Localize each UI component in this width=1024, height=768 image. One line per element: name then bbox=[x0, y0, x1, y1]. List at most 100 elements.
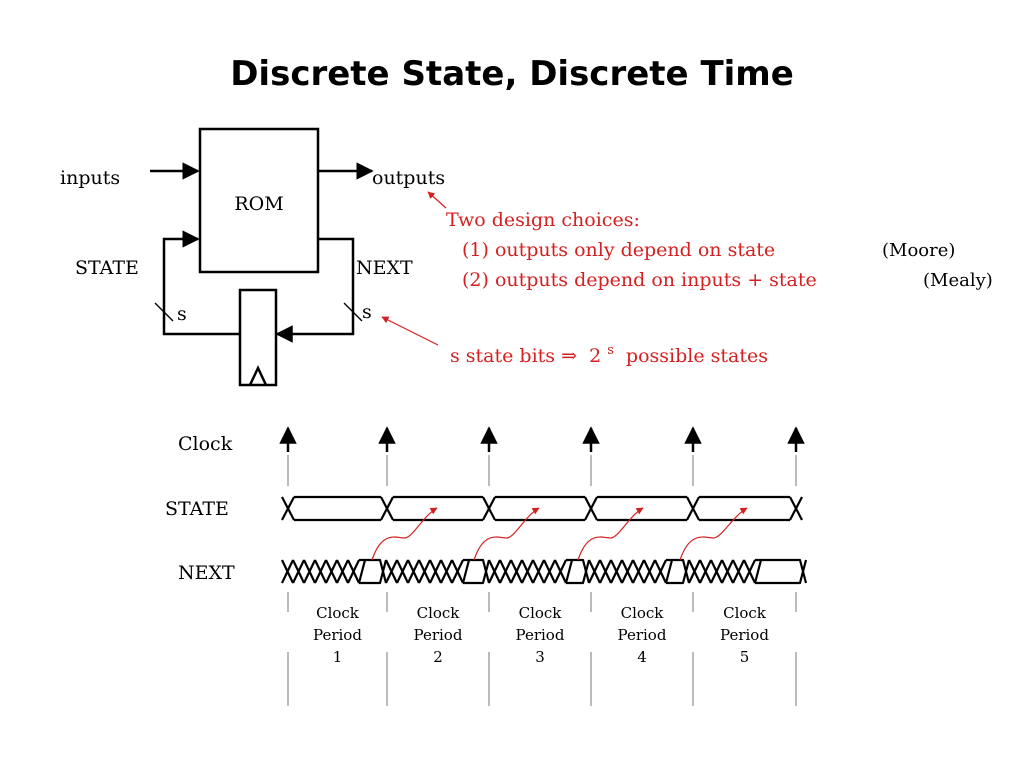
clock-edge-arrows bbox=[279, 426, 805, 452]
next-unstable-cross bbox=[303, 559, 316, 584]
next-unstable-cross bbox=[688, 559, 701, 584]
next-stable-segment bbox=[755, 559, 808, 585]
state-transition bbox=[686, 496, 700, 521]
state-bus-slash bbox=[154, 302, 174, 322]
next-unstable-cross bbox=[721, 559, 734, 584]
next-unstable-cross bbox=[499, 559, 512, 584]
clock-period-line: Period bbox=[516, 626, 565, 644]
next-unstable-cross bbox=[543, 559, 556, 584]
next-unstable-cross bbox=[532, 559, 545, 584]
next-unstable-cross bbox=[281, 559, 294, 584]
clock-period-line: Clock bbox=[519, 604, 563, 622]
clock-edge-guides bbox=[287, 455, 797, 706]
clock-period-line: 1 bbox=[333, 648, 343, 666]
next-wire bbox=[275, 237, 355, 343]
state-bits-text: s state bits ⇒ 2 s possible states bbox=[450, 337, 768, 367]
design-choices-title: Two design choices: bbox=[446, 209, 640, 231]
next-stable-segment bbox=[463, 558, 491, 584]
next-unstable-cross bbox=[699, 559, 712, 584]
next-unstable-cross bbox=[407, 559, 420, 584]
timing-clock-label: Clock bbox=[178, 433, 233, 455]
next-unstable-cross bbox=[710, 559, 723, 584]
next-stable-segment bbox=[566, 559, 591, 585]
next-unstable-cross bbox=[743, 559, 756, 584]
state-transition bbox=[281, 496, 295, 521]
next-unstable-cross bbox=[510, 559, 523, 584]
choice-2-text: (2) outputs depend on inputs + state bbox=[462, 269, 817, 291]
next-stable-segment bbox=[463, 559, 491, 585]
next-unstable-cross bbox=[521, 559, 534, 584]
next-stable-edge bbox=[357, 559, 367, 584]
clock-triangle-icon bbox=[248, 365, 268, 386]
next-unstable-cross bbox=[429, 559, 442, 584]
outputs-label: outputs bbox=[372, 167, 445, 189]
state-bits-pointer-arrow bbox=[381, 316, 439, 346]
clock-period-line: Clock bbox=[316, 604, 360, 622]
state-waveform bbox=[281, 495, 803, 522]
inputs-label: inputs bbox=[60, 167, 120, 189]
next-unstable-cross bbox=[732, 559, 745, 584]
next-unstable-cross bbox=[632, 559, 645, 584]
next-stable-edge bbox=[564, 559, 574, 584]
choice-1-tag: (Moore) bbox=[882, 240, 955, 261]
next-unstable-cross bbox=[588, 559, 601, 584]
choice-1-text: (1) outputs only depend on state bbox=[462, 239, 775, 261]
next-unstable-cross bbox=[599, 559, 612, 584]
timing-next-label: NEXT bbox=[178, 562, 235, 584]
next-waveform bbox=[281, 558, 808, 585]
next-stable-segment bbox=[359, 558, 388, 584]
clock-period-line: Clock bbox=[723, 604, 767, 622]
next-stable-edge bbox=[461, 559, 471, 584]
next-bus-width: s bbox=[362, 301, 372, 323]
rom-label: ROM bbox=[234, 193, 283, 215]
clock-period-line: 5 bbox=[740, 648, 750, 666]
next-unstable-cross bbox=[347, 559, 360, 584]
state-transition bbox=[789, 496, 803, 521]
next-to-state-arrow bbox=[371, 507, 438, 561]
state-wire bbox=[162, 230, 240, 336]
next-unstable-cross bbox=[292, 559, 305, 584]
clock-period-line: 4 bbox=[637, 648, 647, 666]
next-unstable-cross bbox=[440, 559, 453, 584]
clock-period-line: Period bbox=[414, 626, 463, 644]
next-to-state-arrow bbox=[679, 507, 748, 561]
next-unstable-cross bbox=[643, 559, 656, 584]
state-bits-exponent: s bbox=[607, 343, 614, 358]
next-unstable-cross bbox=[325, 559, 338, 584]
state-transition bbox=[584, 496, 598, 521]
state-bus-width: s bbox=[177, 303, 187, 325]
next-label: NEXT bbox=[356, 257, 413, 279]
state-transition bbox=[482, 496, 496, 521]
fsm-block-diagram: ROM inputs outputs NEXT s STATE s bbox=[60, 127, 445, 387]
next-unstable-cross bbox=[336, 559, 349, 584]
next-unstable-cross bbox=[385, 559, 398, 584]
next-unstable-cross bbox=[621, 559, 634, 584]
next-bus-slash bbox=[343, 302, 363, 322]
next-unstable-cross bbox=[451, 559, 464, 584]
choice-2-tag: (Mealy) bbox=[923, 270, 993, 291]
next-unstable-cross bbox=[396, 559, 409, 584]
clock-period-line: Clock bbox=[621, 604, 665, 622]
next-stable-segment bbox=[359, 559, 388, 585]
outputs-pointer-arrow bbox=[427, 191, 447, 209]
next-stable-segment bbox=[666, 559, 691, 585]
clock-period-line: Clock bbox=[417, 604, 461, 622]
state-transition bbox=[380, 496, 394, 521]
clock-period-line: Period bbox=[313, 626, 362, 644]
annotations: Two design choices: (1) outputs only dep… bbox=[381, 191, 993, 367]
rom-box bbox=[198, 127, 320, 274]
next-to-state-arrow bbox=[473, 507, 540, 561]
clock-period-line: 2 bbox=[433, 648, 443, 666]
next-unstable-cross bbox=[488, 559, 501, 584]
clock-period-line: Period bbox=[720, 626, 769, 644]
next-to-state-arrows bbox=[371, 507, 748, 561]
next-unstable-cross bbox=[610, 559, 623, 584]
